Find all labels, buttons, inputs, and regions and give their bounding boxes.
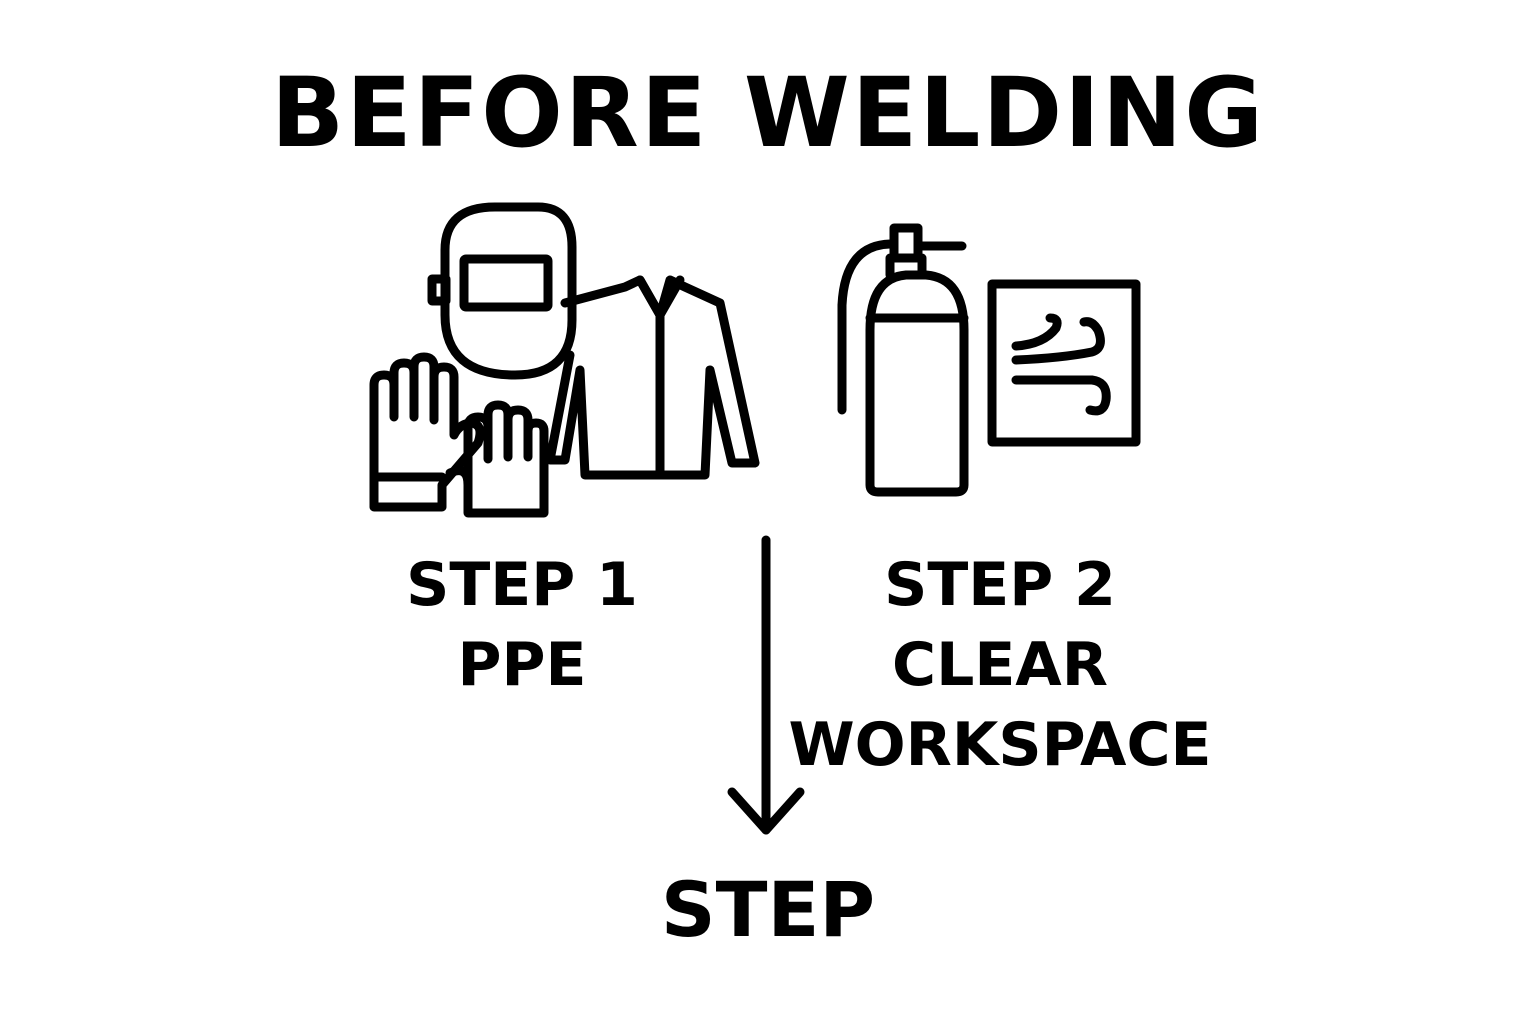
next-step-label: STEP [660,865,876,954]
welding-jacket-icon [545,275,760,480]
step2-icons [830,220,1150,505]
gas-cylinder-icon [837,223,969,497]
step1-name: PPE [457,630,587,700]
step2-number: STEP 2 [884,550,1116,620]
page-title: BEFORE WELDING [270,57,1266,169]
step1-icons [360,195,770,525]
step2-name-line1: CLEAR [892,630,1108,700]
step1-number: STEP 1 [406,550,638,620]
welding-helmet-icon [427,202,577,380]
arrow-down-icon [720,530,816,844]
step2-name-line2: WORKSPACE [788,710,1212,780]
ventilation-icon [987,279,1141,447]
step2-label: STEP 2 CLEAR WORKSPACE [780,545,1220,785]
step1-label: STEP 1 PPE [372,545,672,705]
gloves-icon [369,352,549,518]
